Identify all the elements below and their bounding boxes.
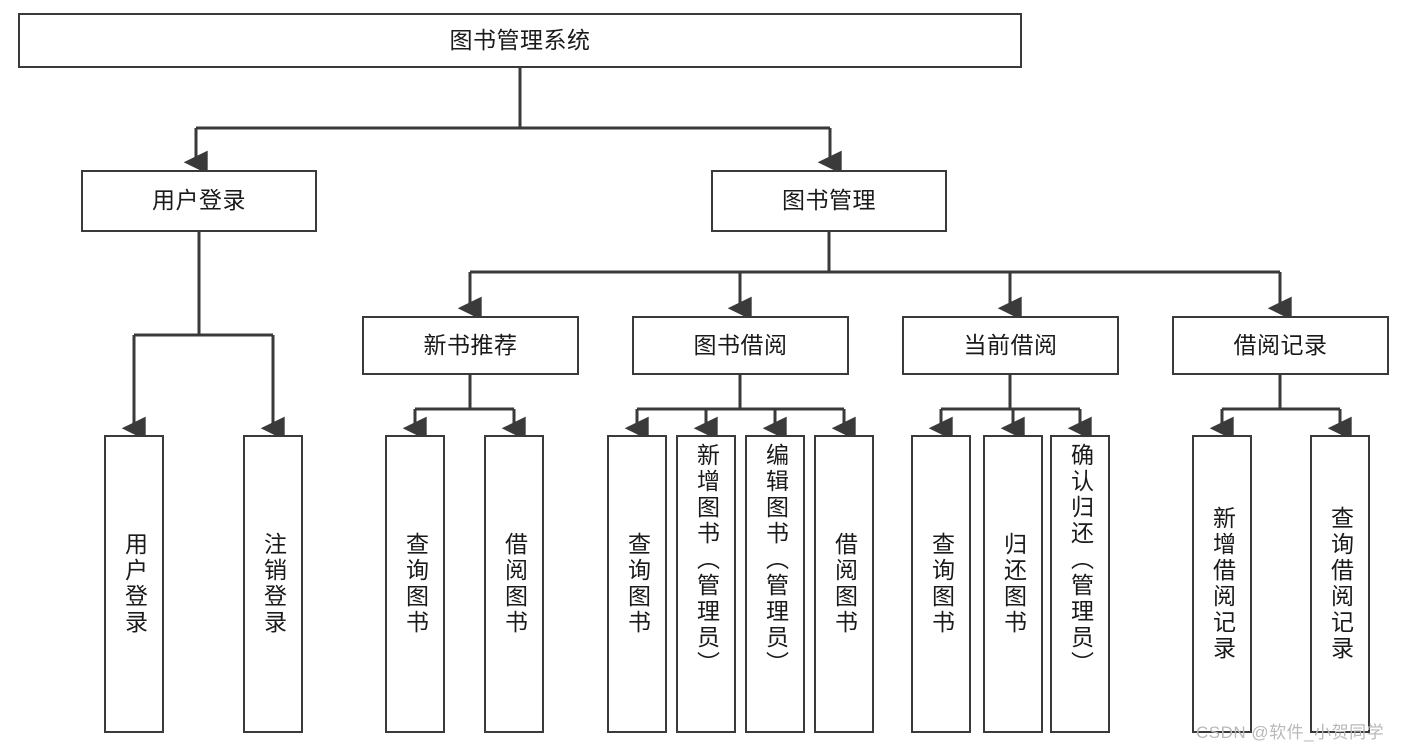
node-root-system-label: 图书管理系统	[449, 26, 591, 53]
node-borrow-record-label: 借阅记录	[1233, 331, 1328, 358]
leaf-add-record-label: 新增借阅记录	[1209, 506, 1236, 662]
node-new-book-recommend-label: 新书推荐	[423, 331, 518, 358]
node-book-borrow[interactable]: 图书借阅	[632, 316, 849, 375]
node-borrow-record[interactable]: 借阅记录	[1172, 316, 1389, 375]
csdn-watermark: CSDN @软件_小贺同学	[1196, 723, 1385, 742]
leaf-query-book-3-label: 查询图书	[928, 532, 955, 636]
node-root-system[interactable]: 图书管理系统	[18, 13, 1022, 68]
leaf-borrow-book-1[interactable]: 借阅图书	[484, 435, 544, 733]
leaf-add-book-admin-label: 新增图书（管理员）	[693, 443, 720, 677]
leaf-confirm-return-label: 确认归还（管理员）	[1067, 443, 1094, 677]
leaf-query-record[interactable]: 查询借阅记录	[1310, 435, 1370, 733]
node-book-manage-label: 图书管理	[782, 187, 876, 214]
leaf-add-record[interactable]: 新增借阅记录	[1192, 435, 1252, 733]
leaf-confirm-return[interactable]: 确认归还（管理员）	[1050, 435, 1110, 733]
leaf-query-book-2[interactable]: 查询图书	[607, 435, 667, 733]
node-current-borrow-label: 当前借阅	[963, 331, 1058, 358]
leaf-user-login[interactable]: 用户登录	[104, 435, 164, 733]
leaf-logout-label: 注销登录	[260, 532, 287, 636]
leaf-query-record-label: 查询借阅记录	[1327, 506, 1354, 662]
node-user-login-label: 用户登录	[152, 187, 246, 214]
leaf-edit-book-admin-label: 编辑图书（管理员）	[762, 443, 789, 677]
leaf-borrow-book-2[interactable]: 借阅图书	[814, 435, 874, 733]
node-current-borrow[interactable]: 当前借阅	[902, 316, 1119, 375]
leaf-query-book-3[interactable]: 查询图书	[911, 435, 971, 733]
leaf-query-book-2-label: 查询图书	[624, 532, 651, 636]
leaf-user-login-label: 用户登录	[121, 532, 148, 636]
node-user-login[interactable]: 用户登录	[81, 170, 317, 232]
leaf-edit-book-admin[interactable]: 编辑图书（管理员）	[745, 435, 805, 733]
leaf-return-book[interactable]: 归还图书	[983, 435, 1043, 733]
leaf-add-book-admin[interactable]: 新增图书（管理员）	[676, 435, 736, 733]
node-book-manage[interactable]: 图书管理	[711, 170, 947, 232]
leaf-return-book-label: 归还图书	[1000, 532, 1027, 636]
leaf-borrow-book-1-label: 借阅图书	[501, 532, 528, 636]
node-book-borrow-label: 图书借阅	[693, 331, 788, 358]
leaf-query-book-1-label: 查询图书	[402, 532, 429, 636]
node-new-book-recommend[interactable]: 新书推荐	[362, 316, 579, 375]
leaf-borrow-book-2-label: 借阅图书	[831, 532, 858, 636]
leaf-logout[interactable]: 注销登录	[243, 435, 303, 733]
leaf-query-book-1[interactable]: 查询图书	[385, 435, 445, 733]
